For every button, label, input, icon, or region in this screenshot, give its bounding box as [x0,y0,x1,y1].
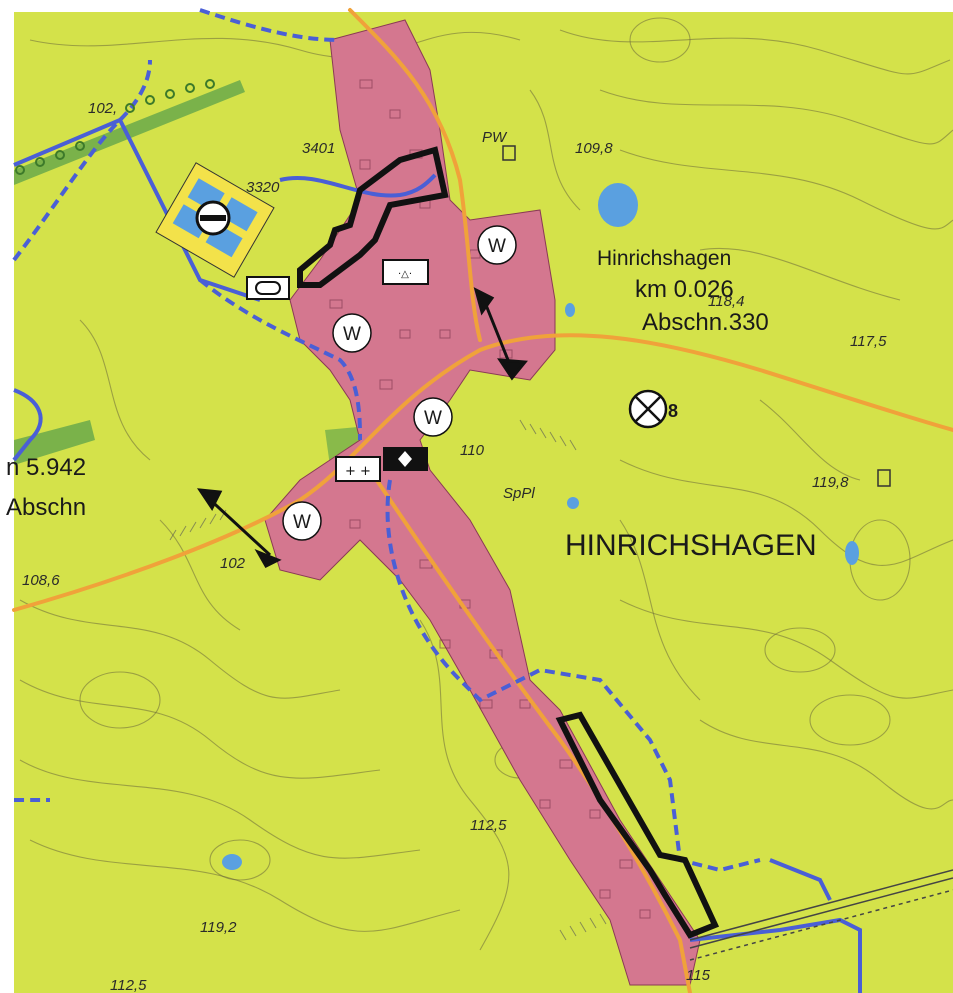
map-top-margin [0,0,953,12]
svg-text:112,5: 112,5 [470,817,507,834]
map-left-margin [0,0,14,993]
road-north-south [348,8,482,342]
section-label-west: Abschn [6,494,86,521]
crossed-circle-icon [628,389,668,429]
sppl-label: SpPl [503,485,535,502]
parcel-number-label: 3401 [302,140,335,157]
svg-text:W: W [424,408,442,429]
boundary-solid-east [769,858,832,901]
railway [689,869,953,961]
boundary-solid-west [12,388,43,462]
parcel-number-label-2: 3320 [246,179,280,196]
pond-center [565,303,575,317]
km-label-west: n 5.942 [6,454,86,481]
pond-east [845,541,859,565]
svg-text:W: W [488,236,506,257]
planning-outline-north [297,146,449,288]
pw-label: PW [482,129,508,146]
pump-symbol [502,145,516,161]
svg-text:112,5: 112,5 [110,977,147,993]
svg-text:109,8: 109,8 [575,140,613,157]
cemetery-symbol [335,456,381,482]
boundary-solid-north [279,173,437,198]
section-label-east: Abschn.330 [642,309,769,336]
w-circle-icon: W [282,501,322,541]
boundaries-dashed [12,8,761,873]
w-symbols: W W W W [282,225,517,541]
svg-text:·△·: ·△· [398,269,412,280]
svg-text:W: W [293,512,311,533]
road-southeast [368,468,692,993]
pond-south [222,854,242,870]
place-name-small: Hinrichshagen [597,247,731,270]
svg-text:W: W [343,324,361,345]
lake-north [598,183,638,227]
roads [12,8,953,993]
section-arrow-east [473,287,528,381]
svg-text:118,4: 118,4 [708,293,744,310]
boundary-solid-northwest [13,117,261,302]
symbol-number-label: 8 [668,401,678,421]
svg-text:119,2: 119,2 [200,919,237,936]
contour-lines [19,17,953,951]
settlement-area [264,19,701,986]
tree-row [15,79,215,175]
forest-strip-northwest [14,80,245,185]
w-circle-icon: W [477,225,517,265]
svg-text:+ +: + + [345,464,371,479]
facility-symbol-dots [382,259,429,285]
svg-text:102,: 102, [88,100,117,117]
svg-text:108,6: 108,6 [22,572,60,589]
pond-sppl [567,497,579,509]
svg-text:117,5: 117,5 [850,333,887,350]
planning-outline-south [555,711,720,939]
svg-text:119,8: 119,8 [812,474,849,491]
svg-text:115: 115 [686,967,711,984]
building-symbol-east [877,469,891,487]
facility-symbol-rounded [246,276,290,300]
km-label-east: km 0.026 [635,276,734,303]
treatment-plant [155,162,275,278]
w-circle-icon: W [413,397,453,437]
elevation-labels: 102, 109,8 118,4 117,5 119,8 108,6 102 1… [22,100,887,993]
w-circle-icon: W [332,313,372,353]
forest-strip-west [14,420,95,465]
hachures [169,419,607,941]
section-arrow-west [196,488,282,568]
svg-text:110: 110 [460,442,485,459]
place-name-large: HINRICHSHAGEN [565,529,817,562]
road-west-east [12,333,953,612]
svg-text:102: 102 [220,555,246,572]
